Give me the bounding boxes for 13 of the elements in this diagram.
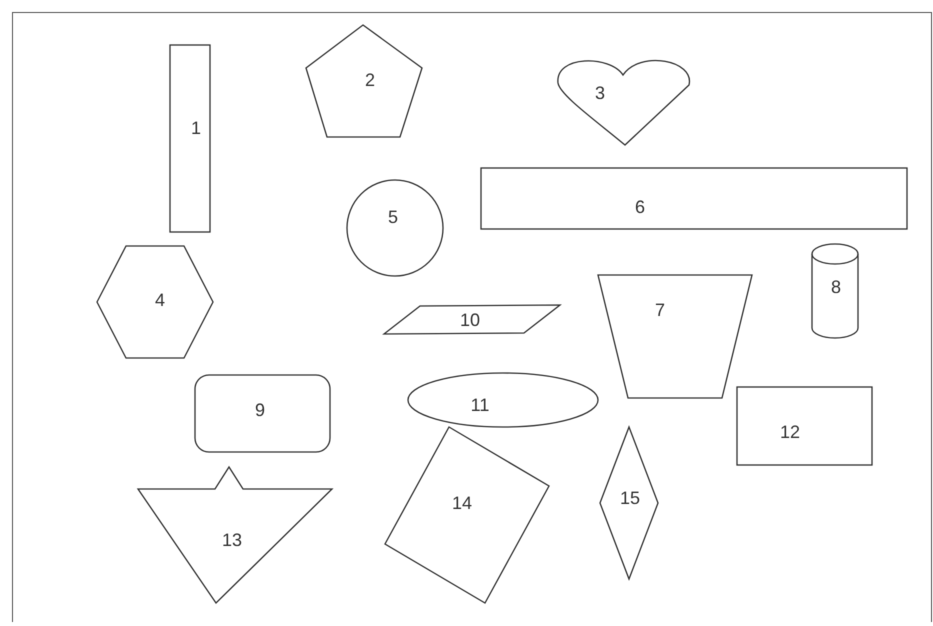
pentagon: 2 [306,25,422,137]
hexagon: 4 [97,246,213,358]
rounded-rectangle: 9 [195,375,330,452]
notched-triangle: 13 [138,467,332,603]
cylinder: 8 [812,244,858,338]
parallelogram: 10 [384,305,560,334]
circle: 5 [347,180,443,276]
ellipse: 11 [408,373,598,427]
wide-rectangle: 6 [481,168,907,229]
trapezoid: 7 [598,275,752,398]
diamond: 15 [600,427,658,579]
tall-rectangle: 1 [170,45,210,232]
rectangle: 12 [737,387,872,465]
